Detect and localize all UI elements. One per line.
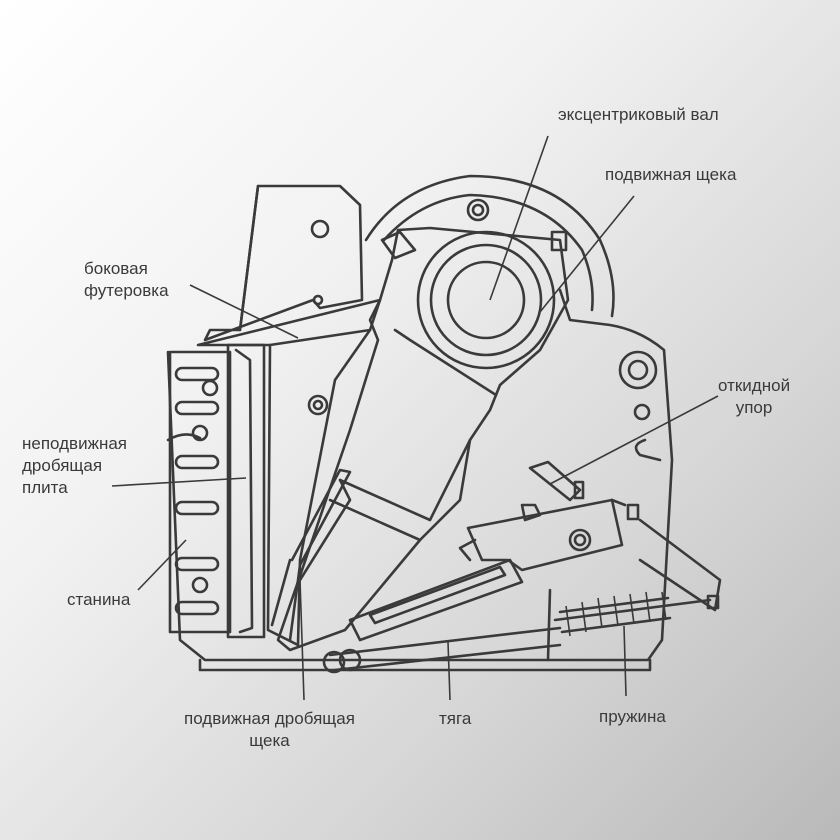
eccentric-shaft: [416, 230, 556, 370]
label-side-lining: боковая футеровка: [84, 259, 169, 300]
folding-stop: [466, 460, 722, 612]
label-movable-crushing-cheek: подвижная дробящая щека: [184, 709, 355, 750]
spring: [546, 588, 712, 662]
movable-crushing-plate: [270, 468, 352, 642]
label-eccentric-shaft: эксцентриковый вал: [558, 105, 719, 124]
label-folding-stop: откидной упор: [718, 376, 791, 417]
label-movable-cheek: подвижная щека: [605, 165, 737, 184]
frame-body: [166, 288, 674, 672]
label-spring: пружина: [599, 707, 666, 726]
movable-cheek: [276, 226, 570, 652]
side-lining: [196, 184, 382, 647]
label-frame: станина: [67, 590, 131, 609]
leader-lines: [111, 135, 719, 701]
fixed-plate: [166, 343, 266, 639]
label-rod: тяга: [439, 709, 472, 728]
rod: [322, 538, 562, 674]
label-fixed-plate: неподвижная дробящая плита: [22, 434, 127, 497]
flywheel: [364, 174, 615, 318]
